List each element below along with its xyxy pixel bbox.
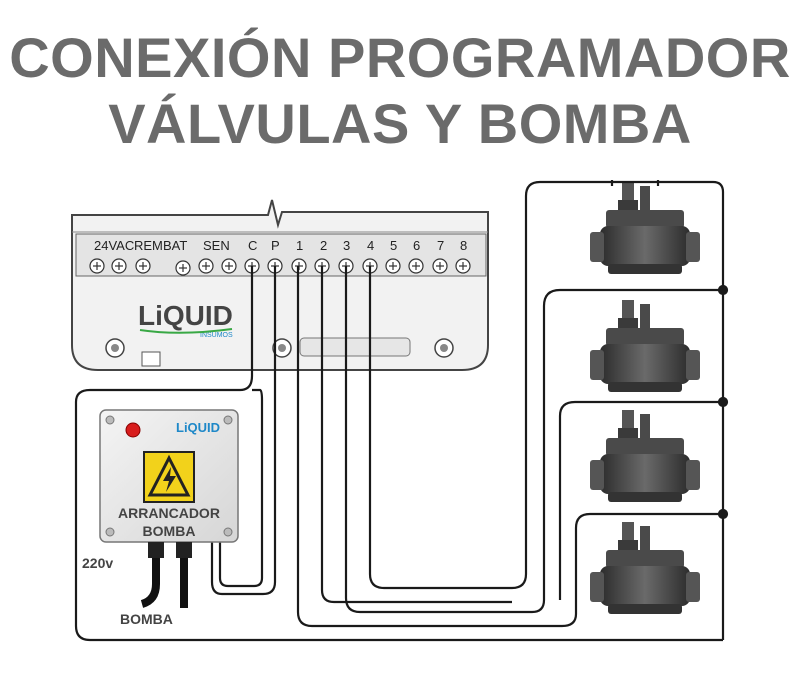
title-line-1: CONEXIÓN PROGRAMADOR — [9, 26, 791, 89]
valve-4 — [590, 522, 700, 614]
terminal-label-zone-7: 7 — [437, 238, 444, 253]
terminal-label-24vac: 24VAC — [94, 238, 134, 253]
terminal-label-bat: BAT — [163, 238, 187, 253]
terminal-label-p: P — [271, 238, 280, 253]
starter-box: LiQUID ARRANCADOR BOMBA — [99, 409, 239, 608]
controller-brand-logo: LiQUID — [138, 300, 233, 331]
valve-1 — [590, 182, 700, 274]
terminal-label-zone-2: 2 — [320, 238, 327, 253]
terminal-label-rem: REM — [134, 238, 163, 253]
terminal-label-zone-3: 3 — [343, 238, 350, 253]
starter-label-line-2: BOMBA — [143, 523, 196, 539]
terminal-label-zone-1: 1 — [296, 238, 303, 253]
starter-brand-logo: LiQUID — [176, 420, 220, 435]
valve-2 — [590, 300, 700, 392]
indicator-led — [125, 422, 141, 438]
terminal-label-zone-5: 5 — [390, 238, 397, 253]
terminal-label-zone-6: 6 — [413, 238, 420, 253]
terminal-label-c: C — [248, 238, 257, 253]
controller: 24VAC REM BAT SEN C P 1 2 3 4 5 6 7 8 Li… — [71, 199, 489, 371]
starter-label-line-1: ARRANCADOR — [118, 505, 220, 521]
pump-label: BOMBA — [120, 611, 173, 627]
terminal-label-zone-4: 4 — [367, 238, 374, 253]
terminal-label-zone-8: 8 — [460, 238, 467, 253]
terminal-label-sen: SEN — [203, 238, 230, 253]
power-label: 220v — [82, 555, 113, 571]
controller-brand-sub: INSUMOS — [200, 332, 233, 339]
title-line-2: VÁLVULAS Y BOMBA — [108, 92, 692, 155]
wiring — [74, 180, 729, 642]
valve-3 — [590, 410, 700, 502]
